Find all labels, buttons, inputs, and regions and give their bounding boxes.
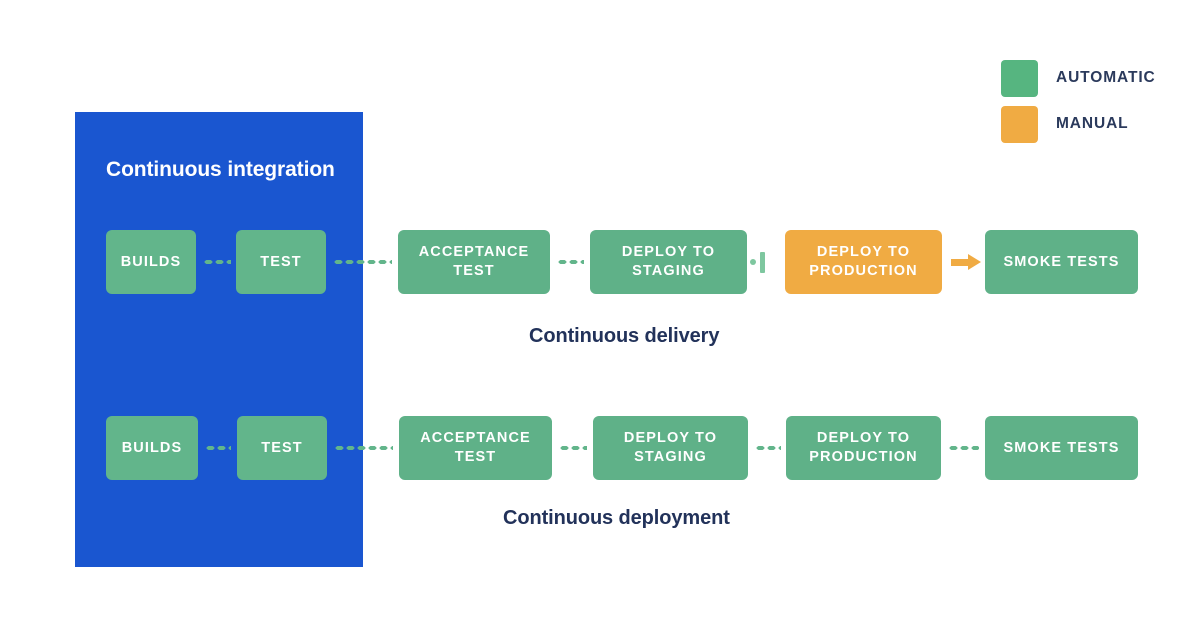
legend: AUTOMATIC MANUAL [1001, 55, 1191, 147]
node-test-deployment[interactable]: TEST [237, 416, 327, 480]
legend-label-manual: MANUAL [1056, 115, 1129, 132]
arrow-right-icon [951, 254, 981, 270]
node-builds-delivery[interactable]: BUILDS [106, 230, 196, 294]
node-label: DEPLOY TO PRODUCTION [809, 430, 918, 465]
caption-continuous-deployment: Continuous deployment [503, 507, 730, 529]
node-deploy-to-production-deployment[interactable]: DEPLOY TO PRODUCTION [786, 416, 941, 480]
automatic-swatch-icon [1001, 59, 1038, 97]
node-deploy-to-staging-delivery[interactable]: DEPLOY TO STAGING [590, 230, 747, 294]
node-acceptance-test-deployment[interactable]: ACCEPTANCE TEST [399, 416, 552, 480]
node-label: ACCEPTANCE TEST [418, 244, 530, 279]
connector-dotted-test-acceptance [333, 259, 392, 265]
node-acceptance-test-delivery[interactable]: ACCEPTANCE TEST [398, 230, 550, 294]
caption-continuous-delivery: Continuous delivery [529, 325, 720, 347]
legend-item-automatic: AUTOMATIC [1001, 55, 1191, 101]
connector-dotted-builds-test [205, 445, 231, 451]
node-deploy-to-production-delivery[interactable]: DEPLOY TO PRODUCTION [785, 230, 942, 294]
legend-item-manual: MANUAL [1001, 101, 1191, 147]
continuous-integration-panel [75, 112, 363, 567]
node-label: DEPLOY TO STAGING [623, 430, 718, 465]
node-label: DEPLOY TO STAGING [621, 244, 716, 279]
node-label: BUILDS [121, 439, 183, 456]
node-label: DEPLOY TO PRODUCTION [809, 244, 918, 279]
connector-dotted-acceptance-staging [559, 445, 587, 451]
connector-dotted-staging-production [755, 445, 781, 451]
connector-gate-dot [750, 259, 756, 265]
node-test-delivery[interactable]: TEST [236, 230, 326, 294]
continuous-integration-title: Continuous integration [106, 158, 335, 181]
node-builds-deployment[interactable]: BUILDS [106, 416, 198, 480]
connector-dotted-builds-test [203, 259, 231, 265]
node-label: TEST [260, 253, 302, 270]
connector-dotted-test-acceptance [334, 445, 393, 451]
node-smoke-tests-delivery[interactable]: SMOKE TESTS [985, 230, 1138, 294]
legend-label-automatic: AUTOMATIC [1056, 69, 1156, 86]
node-label: SMOKE TESTS [1003, 439, 1120, 456]
node-label: TEST [261, 439, 303, 456]
node-label: SMOKE TESTS [1003, 253, 1120, 270]
arrow-head [968, 254, 981, 270]
pipeline-row-continuous-deployment: BUILDS TEST ACCEPTANCE TEST DEPLOY TO ST… [0, 416, 1192, 480]
connector-dotted-production-smoke [948, 445, 979, 451]
node-label: BUILDS [120, 253, 182, 270]
node-label: ACCEPTANCE TEST [420, 430, 531, 465]
arrow-shaft [951, 259, 970, 266]
manual-swatch-icon [1001, 105, 1038, 143]
manual-gate-marker-icon [760, 252, 765, 273]
connector-dotted-acceptance-staging [557, 259, 584, 265]
node-smoke-tests-deployment[interactable]: SMOKE TESTS [985, 416, 1138, 480]
pipeline-row-continuous-delivery: BUILDS TEST ACCEPTANCE TEST DEPLOY TO ST… [0, 230, 1192, 294]
node-deploy-to-staging-deployment[interactable]: DEPLOY TO STAGING [593, 416, 748, 480]
